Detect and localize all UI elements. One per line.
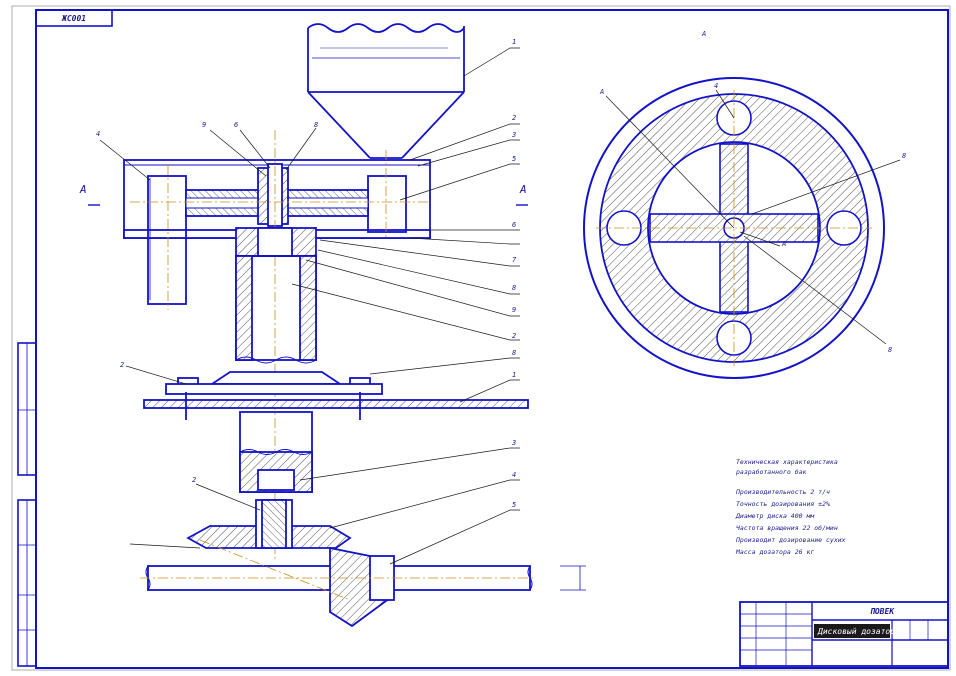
bevel-gear-assembly [145, 499, 586, 628]
leader-label-8: 9 [512, 306, 516, 314]
centerline-gear [140, 539, 536, 601]
circle-leader-3: 8 [902, 152, 906, 160]
leader-label-12: 4 [512, 471, 516, 479]
view-label: А [701, 30, 706, 38]
leader-label-4: 5 [512, 155, 516, 163]
spec-line-4: Частота вращения 22 об/мин [736, 524, 838, 532]
leader-label-3: 3 [511, 131, 516, 139]
leader-label-9: 8 [512, 349, 516, 357]
title-bar [814, 624, 890, 638]
disc-housing [123, 159, 431, 305]
leader-label-2: 2 [512, 114, 516, 122]
leader-label-14: 2 [512, 332, 516, 340]
leader-label-13: 5 [512, 501, 516, 509]
circle-leader-5: А [781, 240, 786, 248]
sheet-frame [11, 5, 951, 671]
title-block [739, 601, 949, 667]
circle-leader-1: А [599, 88, 604, 96]
leader-label-top-1: 4 [96, 130, 100, 138]
section-mark-left: A [79, 183, 87, 196]
leader-label-top-3: 6 [234, 121, 238, 129]
leader-label-5: 6 [512, 221, 516, 229]
circle-leader-2: 4 [714, 82, 718, 90]
spec-line-6: Масса дозатора 26 кг [735, 548, 814, 556]
leader-lines-circle [605, 89, 901, 345]
spec-line-2: Точность дозирования ±2% [736, 500, 830, 508]
bearing-column [143, 227, 529, 493]
spec-line-5: Производит дозирование сухих [735, 536, 846, 544]
centerline-circle [596, 90, 872, 366]
leader-label-10: 1 [512, 371, 516, 379]
leader-label-11: 3 [511, 439, 516, 447]
document-title: Дисковый дозатор [817, 627, 895, 636]
circle-leader-4: 8 [888, 346, 892, 354]
leader-label-1: 1 [512, 38, 516, 46]
spec-heading-2: разработанного бак [736, 468, 807, 476]
top-stamp-text: ЖС001 [61, 14, 86, 23]
hopper [307, 23, 465, 159]
spec-line-1: Производительность 2 т/ч [735, 488, 830, 496]
leader-label-misc-2: 2 [192, 476, 196, 484]
leader-lines-main [99, 47, 520, 565]
centerline-main [130, 130, 430, 560]
leader-label-top-2: 9 [202, 121, 206, 129]
leader-label-misc-1: 2 [120, 361, 124, 369]
leader-label-7: 8 [512, 284, 516, 292]
section-mark-right: A [519, 183, 527, 196]
leader-label-6: 7 [512, 256, 517, 264]
sheet-title: ПОВЕК [870, 607, 895, 616]
spec-heading-1: Техническая характеристика [736, 458, 838, 466]
leader-label-top-4: 8 [314, 121, 318, 129]
spec-line-3: Диаметр диска 400 мм [735, 512, 815, 520]
